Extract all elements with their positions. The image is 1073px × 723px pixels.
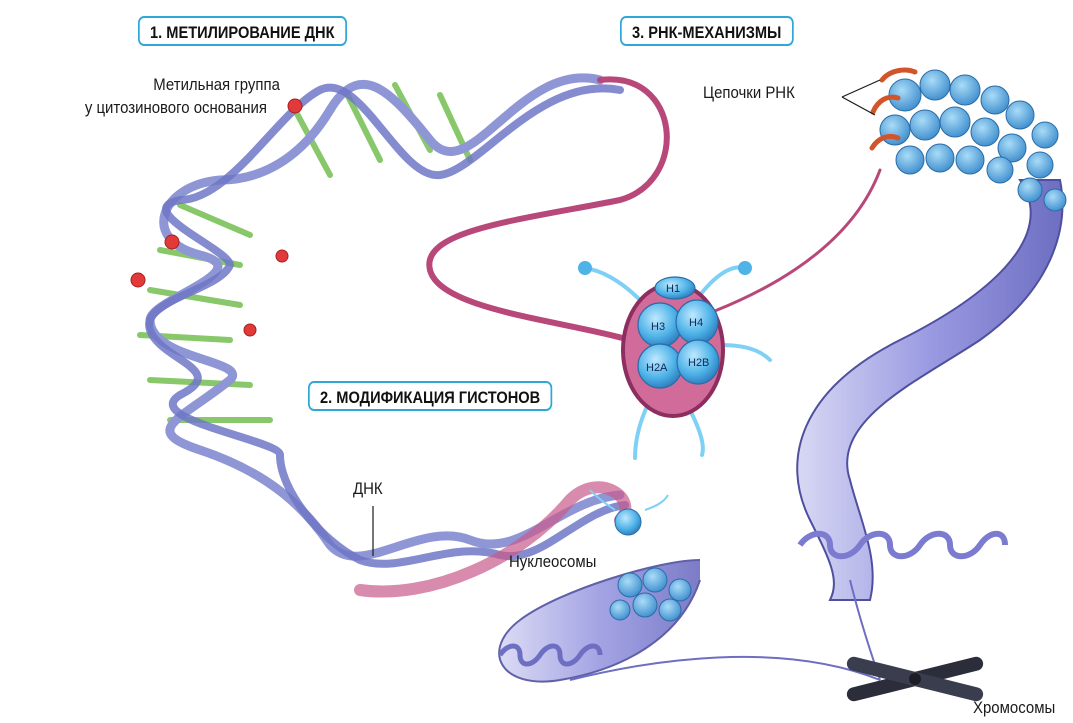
- methyl-marker: [288, 99, 302, 113]
- solenoid-coil-upper: [800, 534, 1005, 557]
- dna-backbone-strand-1: [150, 78, 620, 556]
- rna-mechanisms-badge: 3. РНК-МЕХАНИЗМЫ: [620, 16, 793, 46]
- methyl-group-label-line1: Метильная группа: [153, 75, 280, 95]
- methyl-marker: [165, 235, 179, 249]
- methyl-marker: [244, 324, 256, 336]
- histone-octamer: H1 H3 H4 H2A H2B: [578, 261, 770, 458]
- histone-h1-label: H1: [666, 283, 680, 295]
- rna-chains-label: Цепочки РНК: [703, 83, 795, 103]
- methyl-group-label-line2: у цитозинового основания: [85, 98, 267, 118]
- chromatin-fiber-upper: [797, 70, 1066, 680]
- nucleosomes-label: Нуклеосомы: [509, 552, 596, 572]
- chromosomes-label: Хромосомы: [973, 698, 1055, 718]
- histone-h2b-label: H2B: [688, 357, 709, 369]
- nucleosome-cluster-upper: [880, 70, 1066, 211]
- histone-h3-label: H3: [651, 321, 665, 333]
- histone-h4-label: H4: [689, 317, 703, 329]
- histone-h2a-label: H2A: [646, 362, 668, 374]
- rna-leader-line-1: [842, 80, 880, 97]
- dna-label: ДНК: [353, 479, 383, 499]
- rna-leader-line-2: [842, 97, 875, 115]
- dna-linker-upper: [429, 79, 667, 340]
- dna-methylation-badge: 1. МЕТИЛИРОВАНИЕ ДНК: [138, 16, 347, 46]
- chromosome: [845, 655, 984, 702]
- methyl-marker: [131, 273, 145, 287]
- methyl-marker: [276, 250, 288, 262]
- chromatin-fiber-lower: [499, 560, 880, 682]
- histone-modification-badge: 2. МОДИФИКАЦИЯ ГИСТОНОВ: [308, 381, 552, 411]
